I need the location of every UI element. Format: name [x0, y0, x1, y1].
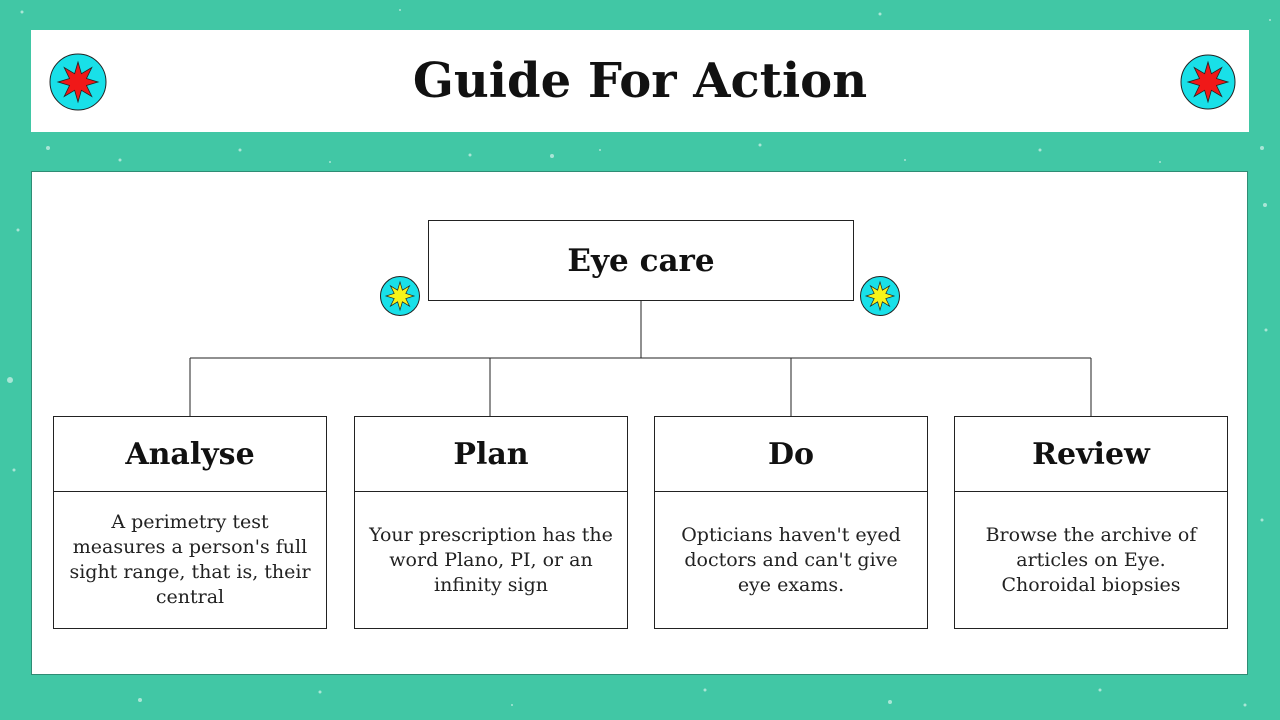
root-label: Eye care: [567, 242, 715, 279]
page-title: Guide For Action: [412, 53, 868, 109]
step-description: A perimetry test measures a person's ful…: [69, 511, 311, 608]
step-title: Do: [655, 417, 927, 492]
step-description: Browse the archive of articles on Eye. C…: [985, 523, 1197, 596]
step-title: Analyse: [54, 417, 326, 492]
step-card-analyse: Analyse A perimetry test measures a pers…: [53, 416, 327, 629]
yellow-starburst-icon: [380, 276, 420, 316]
step-card-plan: Plan Your prescription has the word Plan…: [354, 416, 628, 629]
step-title: Plan: [355, 417, 627, 492]
root-node: Eye care: [428, 220, 854, 301]
step-description: Opticians haven't eyed doctors and can't…: [681, 523, 901, 596]
step-description: Your prescription has the word Plano, PI…: [369, 523, 613, 596]
title-banner: Guide For Action: [31, 30, 1249, 132]
step-card-do: Do Opticians haven't eyed doctors and ca…: [654, 416, 928, 629]
red-starburst-icon: [49, 53, 107, 111]
yellow-starburst-icon: [860, 276, 900, 316]
step-title: Review: [955, 417, 1227, 492]
step-card-review: Review Browse the archive of articles on…: [954, 416, 1228, 629]
red-starburst-icon: [1180, 54, 1236, 110]
